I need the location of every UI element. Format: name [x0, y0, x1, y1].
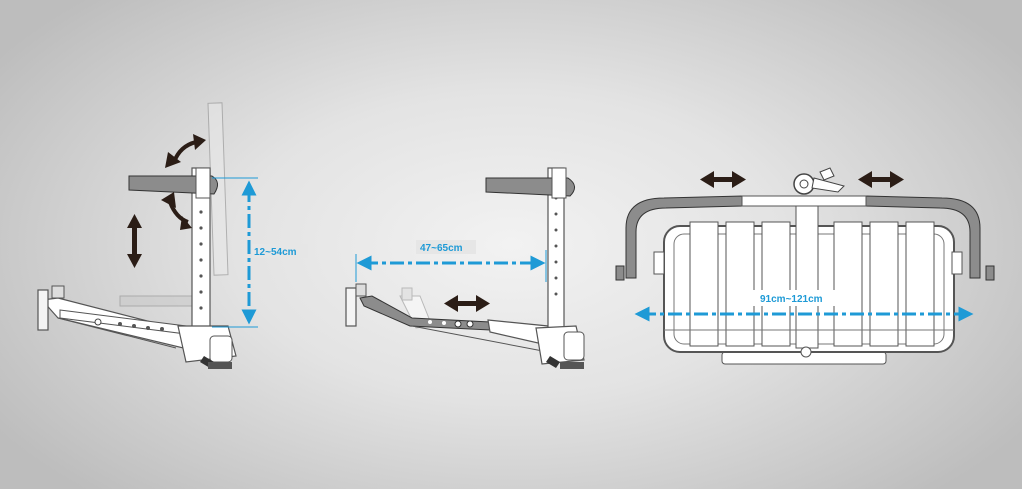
base-arm [37, 285, 214, 353]
clamp-block [177, 325, 237, 369]
vertical-move-arrow-icon [127, 214, 142, 268]
reach-range-label: 47~65cm [420, 243, 463, 254]
reach-dimension: 47~65cm [355, 240, 547, 282]
top-bar [128, 167, 218, 199]
height-adjustment-panel: 12~54cm [37, 102, 308, 369]
ghost-upright [119, 102, 229, 307]
height-dimension: 12~54cm [212, 177, 308, 328]
width-range-label: 91cm~121cm [760, 294, 823, 305]
center-clamp [793, 167, 845, 195]
rotate-arrow-icon [165, 134, 206, 168]
reach-adjustment-panel: 47~65cm [345, 167, 585, 369]
width-dimension: 91cm~121cm [634, 290, 974, 322]
upright-post [191, 167, 211, 329]
width-adjustment-panel: 91cm~121cm [615, 167, 995, 365]
top-bar [485, 167, 575, 199]
tilt-arrow-icon [161, 192, 192, 230]
basket-frame [653, 197, 963, 365]
clamp-block [535, 325, 585, 369]
horizontal-move-arrow-icon [444, 295, 490, 312]
height-range-label: 12~54cm [254, 247, 297, 258]
right-horizontal-arrow-icon [858, 171, 904, 188]
top-handlebar-bar [615, 195, 995, 281]
left-horizontal-arrow-icon [700, 171, 746, 188]
extension-arm [345, 283, 562, 353]
